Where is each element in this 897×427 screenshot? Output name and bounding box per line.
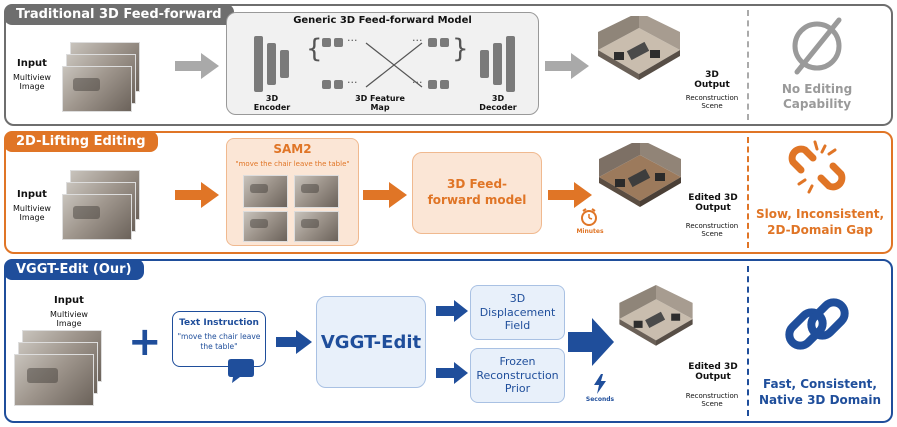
reconstruction-prior-box: Frozen Reconstruction Prior <box>470 348 565 403</box>
row2-input-sub: Multiview Image <box>13 204 51 223</box>
row1-arrow-out <box>545 53 589 79</box>
row3-verdict: Fast, Consistent, Native 3D Domain <box>758 377 882 407</box>
feed-forward-model-label: 3D Feed-forward model <box>427 177 527 207</box>
traditional-panel <box>4 4 893 126</box>
row2-arrow-in <box>175 182 219 208</box>
clock-icon <box>581 208 597 226</box>
row3-output-sub: Reconstruction Scene <box>685 392 739 409</box>
row3-output-title: Edited 3D Output <box>688 362 738 383</box>
row1-scene-render <box>598 16 680 80</box>
row1-input-sub: Multiview Image <box>13 73 51 92</box>
plus-sign: + <box>128 319 162 365</box>
row3-arrow-down <box>436 362 468 384</box>
row2-time-label: Minutes <box>576 228 604 235</box>
row2-scene-render <box>599 143 681 207</box>
vggt-edit-panel <box>4 259 893 423</box>
lifting-tag: 2D-Lifting Editing <box>4 131 158 152</box>
sam2-title: SAM2 <box>273 142 312 156</box>
row2-output-title: Edited 3D Output <box>688 193 738 214</box>
row1-arrow-in <box>175 53 219 79</box>
lifting-panel <box>4 131 893 254</box>
row2-divider <box>747 137 749 248</box>
link-icon <box>785 298 849 350</box>
lightning-icon <box>594 374 606 394</box>
generic-model-title: Generic 3D Feed-forward Model <box>293 15 472 26</box>
feature-map-label: 3D Feature Map <box>355 94 405 113</box>
row3-divider <box>747 266 749 416</box>
text-instruction-title: Text Instruction <box>179 318 259 328</box>
row1-output-title: 3D Output <box>694 70 730 91</box>
row2-arrow-mid <box>363 182 407 208</box>
row3-arrow-out <box>568 318 614 366</box>
row1-verdict: No Editing Capability <box>781 82 853 111</box>
sam2-prompt: "move the chair leave the table" <box>235 160 350 168</box>
broken-link-icon <box>788 140 846 194</box>
row1-output-sub: Reconstruction Scene <box>685 94 739 111</box>
text-instruction-body: "move the chair leave the table" <box>177 332 261 351</box>
row3-input-sub: Multiview Image <box>50 310 88 329</box>
displacement-field-box: 3D Displacement Field <box>470 285 565 340</box>
chat-bubble-icon <box>228 359 254 383</box>
row3-scene-render <box>619 285 693 346</box>
row2-input-title: Input <box>17 189 47 200</box>
decoder-label: 3D Decoder <box>479 94 517 113</box>
vggt-edit-model-box: VGGT-Edit <box>316 296 426 388</box>
row1-divider <box>747 10 749 120</box>
row3-time-label: Seconds <box>585 396 615 403</box>
row3-arrow-up <box>436 300 468 322</box>
row2-output-sub: Reconstruction Scene <box>685 222 739 239</box>
vggt-edit-model-label: VGGT-Edit <box>320 331 422 353</box>
displacement-field-label: 3D Displacement Field <box>479 291 556 333</box>
encoder-label: 3D Encoder <box>253 94 291 113</box>
empty-set-icon <box>792 17 842 75</box>
row2-verdict: Slow, Inconsistent, 2D-Domain Gap <box>755 207 885 237</box>
reconstruction-prior-label: Frozen Reconstruction Prior <box>476 354 559 396</box>
row2-arrow-out <box>548 182 592 208</box>
traditional-tag: Traditional 3D Feed-forward <box>4 4 234 25</box>
row3-input-title: Input <box>54 295 84 306</box>
vggt-edit-tag: VGGT-Edit (Our) <box>4 259 144 280</box>
row1-input-title: Input <box>17 58 47 69</box>
row3-arrow-in <box>276 330 312 354</box>
text-instruction-bubble <box>172 311 266 367</box>
feed-forward-model-box: 3D Feed-forward model <box>412 152 542 234</box>
